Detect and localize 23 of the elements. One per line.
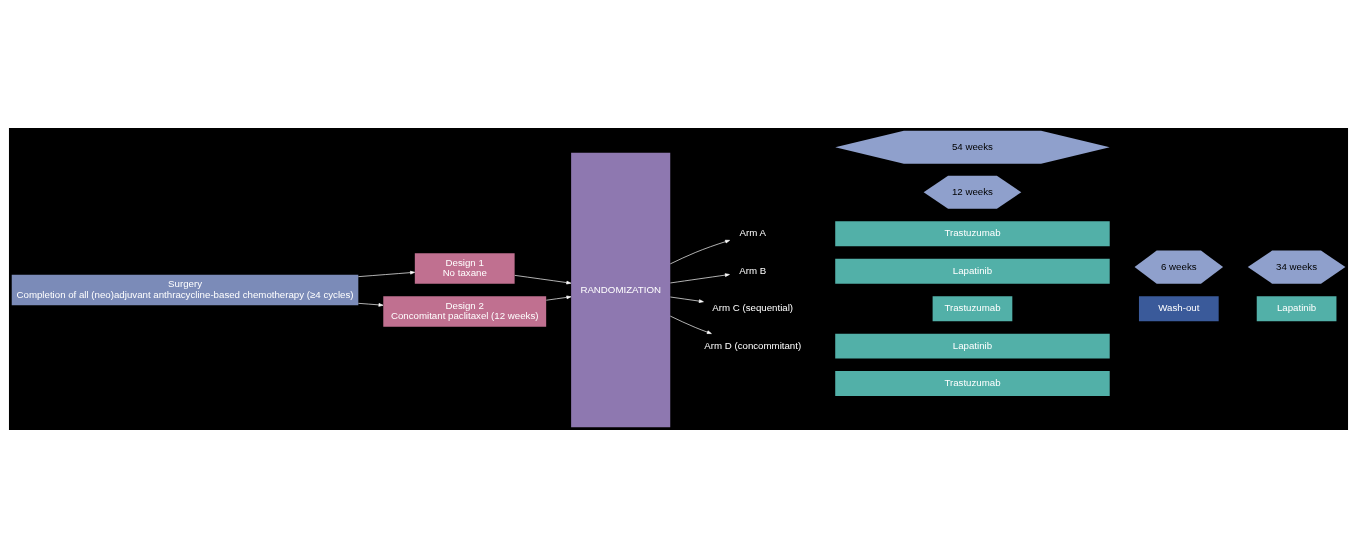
arrow — [670, 296, 704, 303]
node-box: Design 2 Concomitant paclitaxel (12 weeks) — [383, 295, 547, 327]
node-box: Trastuzumab — [835, 370, 1110, 396]
node-box: Lapatinib — [1256, 295, 1337, 321]
node-box: Design 1 No taxane — [414, 252, 515, 284]
node-text: Arm A — [739, 226, 766, 238]
node-text: Arm B — [739, 264, 767, 276]
node-box: Surgery Completion of all (neo)adjuvant anthracycline-based chemotherapy (≥4 cycles) — [11, 274, 359, 305]
node-text: Arm C (sequential) — [712, 301, 794, 313]
node-text: Arm D (concommitant) — [704, 339, 802, 351]
node-box: Lapatinib — [835, 258, 1110, 284]
arrow — [545, 295, 572, 301]
arrow — [358, 270, 415, 277]
arrow — [670, 315, 712, 334]
node-box: Lapatinib — [835, 333, 1110, 359]
node-box: Wash-out — [1138, 295, 1219, 321]
arrow — [358, 302, 384, 307]
arrow — [670, 272, 730, 283]
node-box: RANDOMIZATION — [571, 152, 671, 427]
arrow — [514, 274, 572, 284]
arrow — [670, 239, 730, 264]
node-box: Trastuzumab — [932, 295, 1013, 321]
node-box: Trastuzumab — [835, 220, 1110, 246]
